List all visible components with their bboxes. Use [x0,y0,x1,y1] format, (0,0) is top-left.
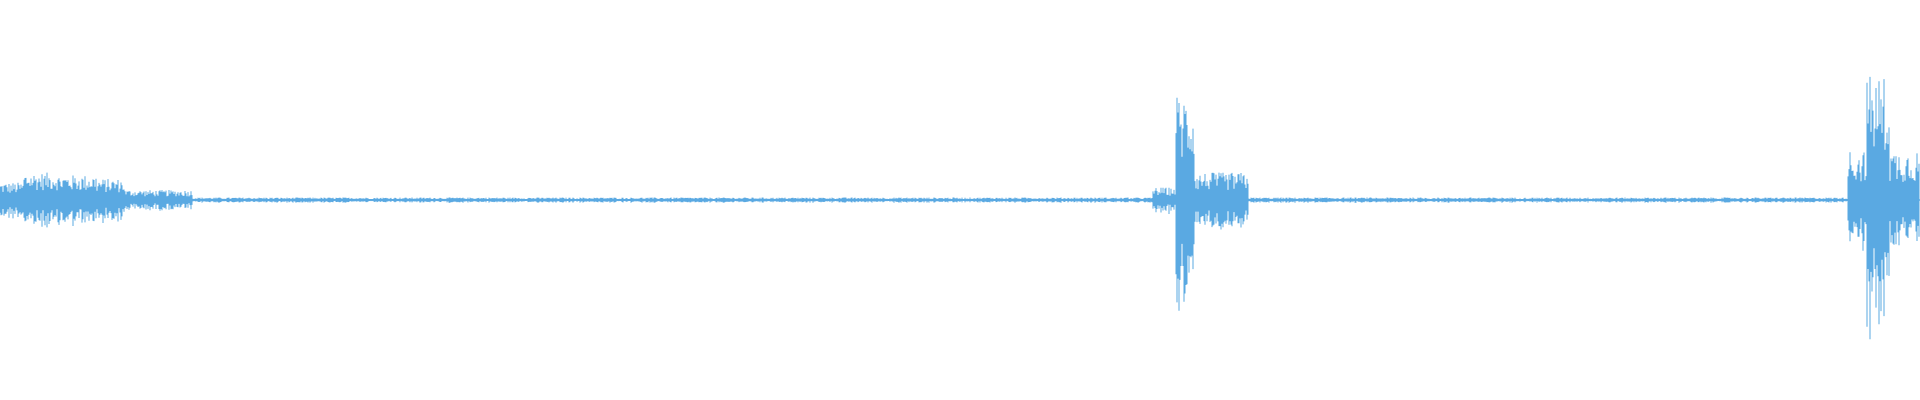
waveform-path [0,76,1920,340]
waveform-samples [0,76,1920,340]
